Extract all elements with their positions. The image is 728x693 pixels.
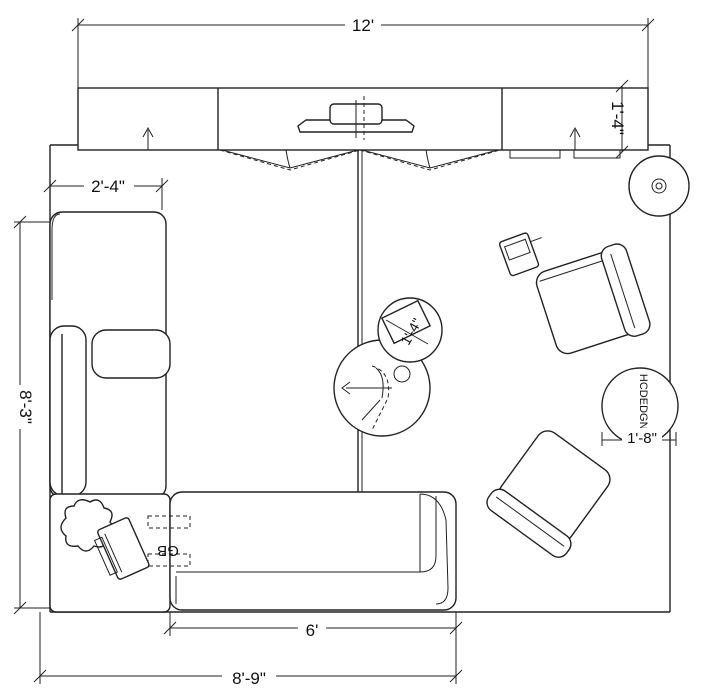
label-cabinet-depth: 1'-4" (608, 101, 627, 135)
tv (297, 96, 415, 140)
label-overall-width: 12' (352, 16, 374, 35)
dimension-overall-width: 12' (71, 15, 655, 88)
label-sofa-front: 6' (306, 621, 319, 640)
floor-lamp-icon (628, 155, 690, 217)
dimension-cabinet-depth: 1'-4" (608, 79, 629, 159)
side-table: HCDEDGNG 1'-8" (601, 367, 679, 447)
accent-chair-upper (535, 243, 651, 355)
corner-chair (93, 517, 150, 580)
label-floor-box: GB (157, 542, 179, 559)
footrest (498, 232, 542, 277)
label-side-table: HCDEDGNG (637, 374, 649, 438)
dimension-sofa-front: 6' (163, 612, 463, 640)
coffee-table-small: 1'-4" (377, 297, 443, 363)
label-table-side: 1'-8" (627, 430, 657, 447)
dimension-sofa-side: 8'-3" (10, 215, 52, 615)
label-sofa-overall: 8'-9" (232, 669, 266, 688)
dimension-sofa-overall: 8'-9" (33, 612, 463, 688)
label-sofa-arm: 2'-4" (91, 177, 125, 196)
dimension-sofa-arm: 2'-4" (43, 176, 169, 210)
label-sofa-side: 8'-3" (16, 390, 35, 424)
accent-chair-lower (486, 430, 611, 558)
